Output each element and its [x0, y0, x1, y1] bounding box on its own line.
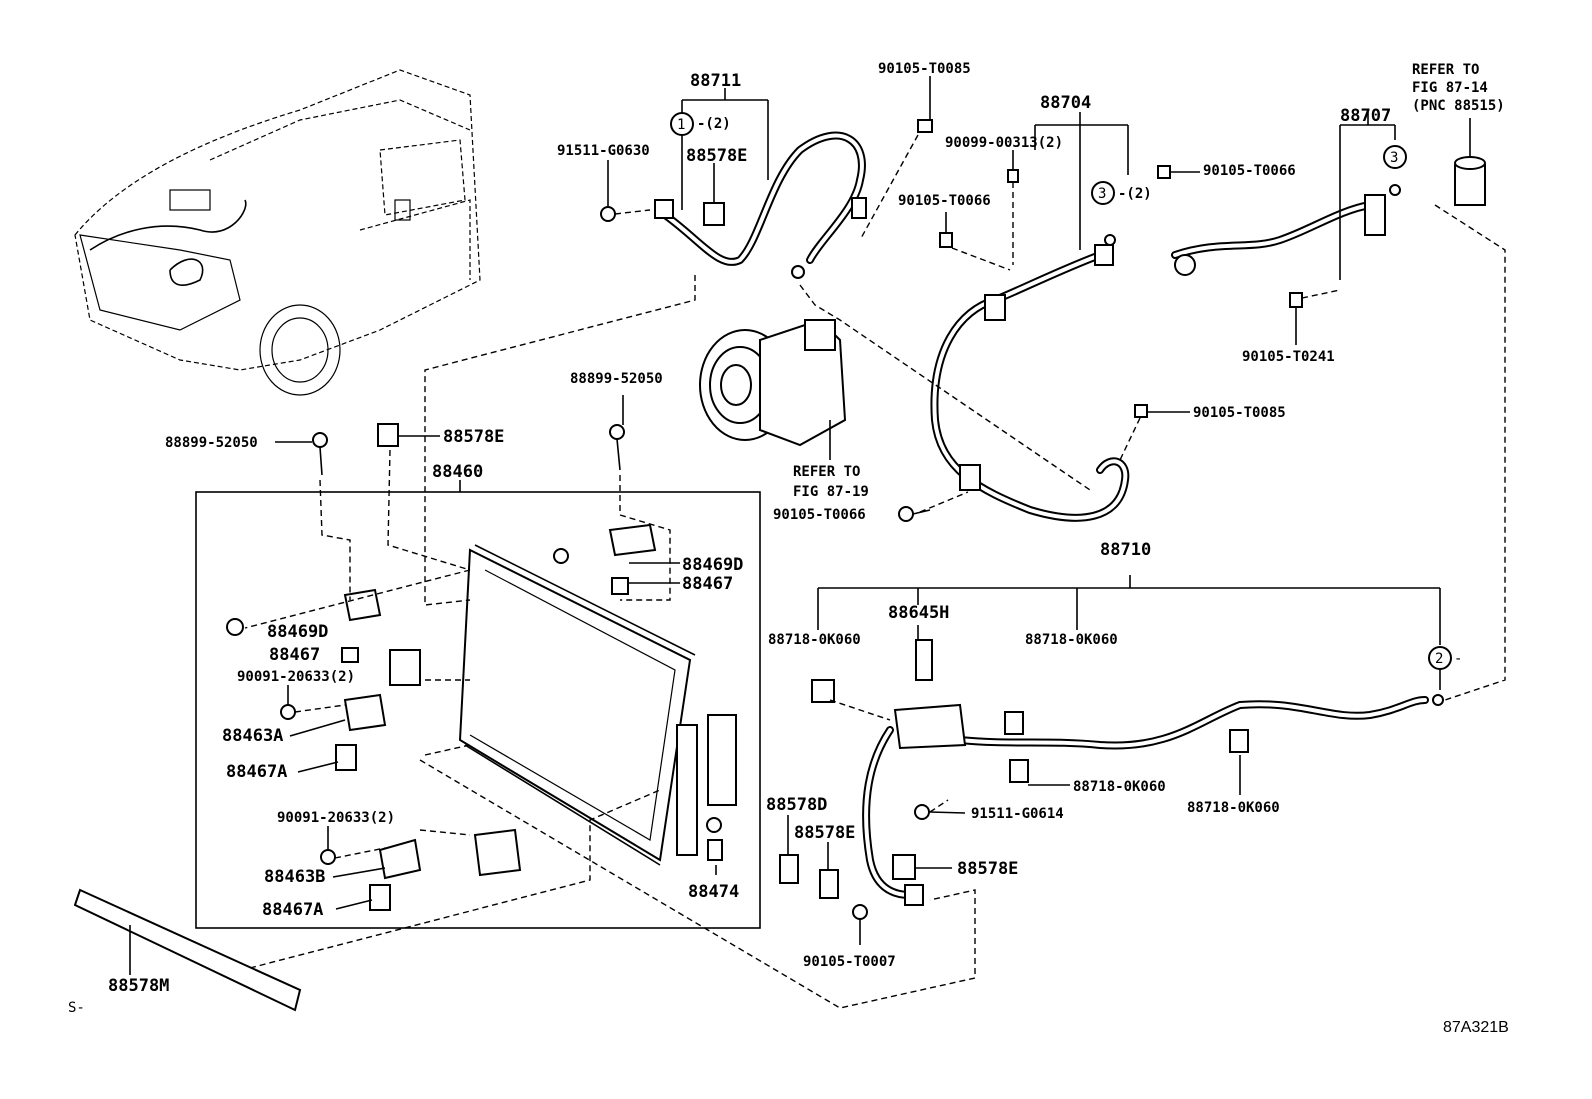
label-88899-52050-mid: 88899-52050	[570, 371, 663, 387]
small-bolts	[898, 150, 1303, 522]
circle-mark-2	[1428, 646, 1452, 670]
label-88463B: 88463B	[264, 867, 325, 887]
label-88463A: 88463A	[222, 726, 283, 746]
bar-88578M	[73, 888, 302, 1012]
label-88578D: 88578D	[766, 795, 827, 815]
label-88578E-top: 88578E	[686, 146, 747, 166]
label-88578E-mid: 88578E	[794, 823, 855, 843]
circle-3b-text: 3	[1390, 150, 1398, 166]
label-90105-T0085-right: 90105-T0085	[1193, 405, 1286, 421]
left-brackets	[226, 423, 657, 911]
condenser-group	[195, 480, 761, 929]
label-90105-T0066-right: 90105-T0066	[1203, 163, 1296, 179]
expansion-valve	[1454, 118, 1486, 206]
circle-marks	[670, 112, 1452, 670]
hose-88707	[1171, 112, 1401, 280]
label-88707: 88707	[1340, 106, 1391, 126]
label-88467-left: 88467	[269, 645, 320, 665]
circle-1-text: 1	[677, 117, 685, 133]
label-88718-0K060-b: 88718-0K060	[1025, 632, 1118, 648]
label-88710: 88710	[1100, 540, 1151, 560]
label-refer-87-19-1: REFER TO	[793, 464, 860, 480]
label-88711: 88711	[690, 71, 741, 91]
label-88467-right: 88467	[682, 574, 733, 594]
label-88578E-left: 88578E	[443, 427, 504, 447]
label-90105-T0085-top: 90105-T0085	[878, 61, 971, 77]
label-88578E-right: 88578E	[957, 859, 1018, 879]
label-88718-0K060-a: 88718-0K060	[768, 632, 861, 648]
pad-88578E-top	[703, 163, 725, 226]
circle-2-text: 2	[1435, 651, 1443, 667]
hose-88711	[654, 88, 867, 279]
circle-mark-3a	[1091, 181, 1115, 205]
truck-illustration	[74, 69, 481, 396]
compressor	[699, 318, 847, 460]
label-88578M: 88578M	[108, 976, 169, 996]
label-88467A-bot: 88467A	[262, 900, 323, 920]
labels: 88711 90105-T0085 88704 REFER TO FIG 87-…	[68, 61, 1509, 1036]
label-88460: 88460	[432, 462, 483, 482]
hose-88704	[930, 112, 1130, 522]
label-90105-T0066-low: 90105-T0066	[773, 507, 866, 523]
bolt-91511-G0630	[600, 160, 651, 222]
label-88718-0K060-c: 88718-0K060	[1073, 779, 1166, 795]
label-88467A-top: 88467A	[226, 762, 287, 782]
label-refer-87-14-2: FIG 87-14	[1412, 80, 1488, 96]
bolt-90105-T0085-top	[859, 76, 933, 241]
label-90099-00313: 90099-00313(2)	[945, 135, 1063, 151]
label-91511-G0630: 91511-G0630	[557, 143, 650, 159]
label-refer-87-14-3: (PNC 88515)	[1412, 98, 1505, 114]
circle-mark-3b	[1383, 145, 1407, 169]
label-88469D-right: 88469D	[682, 555, 743, 575]
circle-3a-text: 3	[1098, 186, 1106, 202]
label-leaders	[275, 395, 1241, 910]
label-figure-code: 87A321B	[1443, 1019, 1509, 1036]
label-91511-G0614: 91511-G0614	[971, 806, 1064, 822]
label-88645H: 88645H	[888, 603, 949, 623]
label-90105-T0007: 90105-T0007	[803, 954, 896, 970]
label-88899-52050-left: 88899-52050	[165, 435, 258, 451]
label-90091-20633-top: 90091-20633(2)	[237, 669, 355, 685]
label-90105-T0241: 90105-T0241	[1242, 349, 1335, 365]
label-88474: 88474	[688, 882, 739, 902]
label-circle3-qty: -(2)	[1118, 186, 1152, 202]
circle-2-tail: -	[1454, 651, 1462, 667]
label-88718-0K060-d: 88718-0K060	[1187, 800, 1280, 816]
label-refer-87-14-1: REFER TO	[1412, 62, 1479, 78]
label-refer-87-19-2: FIG 87-19	[793, 484, 869, 500]
label-circle1-qty: -(2)	[697, 116, 731, 132]
label-90091-20633-bot: 90091-20633(2)	[277, 810, 395, 826]
label-88469D-left: 88469D	[267, 622, 328, 642]
dashed-leaders	[244, 182, 1506, 1009]
circle-mark-1	[670, 112, 694, 136]
label-88704: 88704	[1040, 93, 1091, 113]
label-90105-T0066-mid: 90105-T0066	[898, 193, 991, 209]
hose-88710	[779, 575, 1444, 945]
label-s-mark: S-	[68, 1000, 85, 1016]
